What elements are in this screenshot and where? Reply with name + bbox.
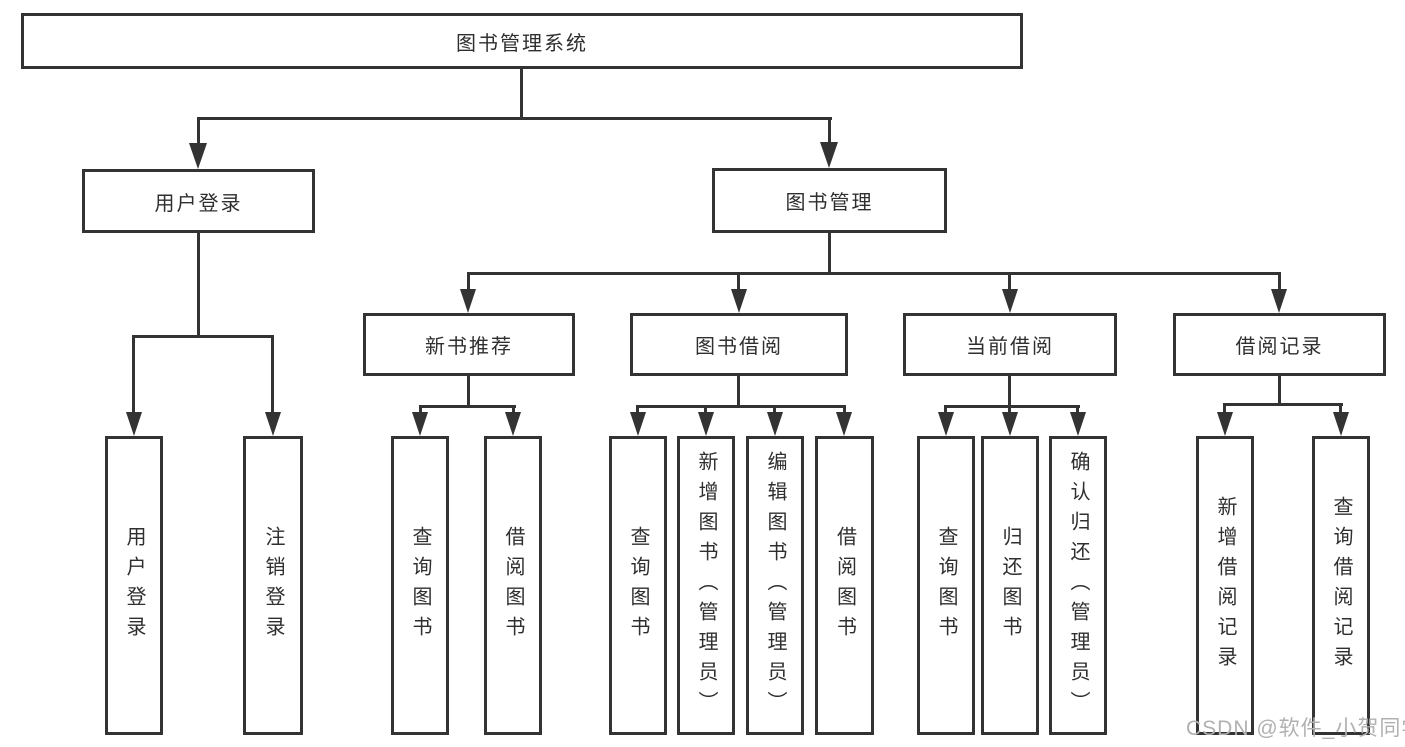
node-library-management-system: 图书管理系统: [21, 13, 1023, 69]
node-borrow-books-recommend: 借阅图书: [484, 436, 542, 735]
arrow-down-icon: [630, 412, 646, 436]
connector-line: [773, 405, 776, 414]
arrow-down-icon: [1002, 412, 1018, 436]
node-user-login-leaf: 用户登录: [105, 436, 163, 735]
connector-line: [271, 335, 274, 414]
node-add-borrowing-record: 新增借阅记录: [1196, 436, 1254, 735]
node-borrow-books: 借阅图书: [815, 436, 874, 735]
arrow-down-icon: [505, 412, 521, 436]
node-new-book-recommendation: 新书推荐: [363, 313, 575, 376]
node-query-books-recommend: 查询图书: [391, 436, 449, 735]
connector-line: [520, 68, 523, 119]
node-user-login: 用户登录: [82, 169, 315, 233]
connector-line: [1278, 272, 1281, 292]
node-return-books: 归还图书: [981, 436, 1039, 735]
connector-line: [704, 405, 707, 414]
node-borrowing-records: 借阅记录: [1173, 313, 1386, 376]
arrow-down-icon: [412, 412, 428, 436]
connector-line: [843, 405, 846, 414]
connector-line: [1223, 403, 1226, 414]
connector-line: [197, 233, 200, 338]
connector-line: [419, 405, 422, 414]
connector-line: [1223, 403, 1343, 406]
node-book-borrowing: 图书借阅: [630, 313, 848, 376]
node-edit-books-admin: 编辑图书（管理员）: [746, 436, 804, 735]
connector-line: [1339, 403, 1342, 414]
arrow-down-icon: [460, 289, 476, 313]
connector-line: [1076, 405, 1079, 414]
arrow-down-icon: [731, 289, 747, 313]
connector-line: [1008, 272, 1011, 292]
arrow-down-icon: [820, 142, 838, 168]
connector-line: [467, 272, 470, 292]
arrow-down-icon: [1333, 412, 1349, 436]
arrow-down-icon: [126, 412, 142, 436]
arrow-down-icon: [265, 412, 281, 436]
node-add-books-admin: 新增图书（管理员）: [677, 436, 735, 735]
connector-line: [636, 405, 639, 414]
node-logout: 注销登录: [243, 436, 303, 735]
arrow-down-icon: [767, 412, 783, 436]
arrow-down-icon: [938, 412, 954, 436]
node-current-borrowing: 当前借阅: [903, 313, 1117, 376]
node-book-management: 图书管理: [712, 168, 947, 233]
arrow-down-icon: [836, 412, 852, 436]
node-confirm-return-admin: 确认归还（管理员）: [1049, 436, 1107, 735]
arrow-down-icon: [189, 143, 207, 169]
watermark: CSDN @软件_小贺同学: [1186, 717, 1405, 740]
arrow-down-icon: [1271, 289, 1287, 313]
arrow-down-icon: [1002, 289, 1018, 313]
connector-line: [944, 405, 1080, 408]
connector-line: [828, 233, 831, 275]
arrow-down-icon: [698, 412, 714, 436]
node-query-borrowing-record: 查询借阅记录: [1312, 436, 1370, 735]
connector-line: [419, 405, 516, 408]
connector-line: [197, 117, 200, 147]
arrow-down-icon: [1217, 412, 1233, 436]
connector-line: [737, 272, 740, 292]
connector-line: [467, 272, 1281, 275]
node-query-books-borrowing: 查询图书: [609, 436, 667, 735]
node-query-books-current: 查询图书: [917, 436, 975, 735]
connector-line: [636, 405, 846, 408]
connector-line: [197, 117, 832, 120]
connector-line: [1278, 376, 1281, 405]
connector-line: [1008, 376, 1011, 408]
arrow-down-icon: [1070, 412, 1086, 436]
connector-line: [467, 376, 470, 408]
connector-line: [828, 117, 831, 147]
connector-line: [1008, 405, 1011, 414]
connector-line: [944, 405, 947, 414]
connector-line: [132, 335, 135, 414]
connector-line: [737, 376, 740, 408]
connector-line: [512, 405, 515, 414]
connector-line: [132, 335, 274, 338]
